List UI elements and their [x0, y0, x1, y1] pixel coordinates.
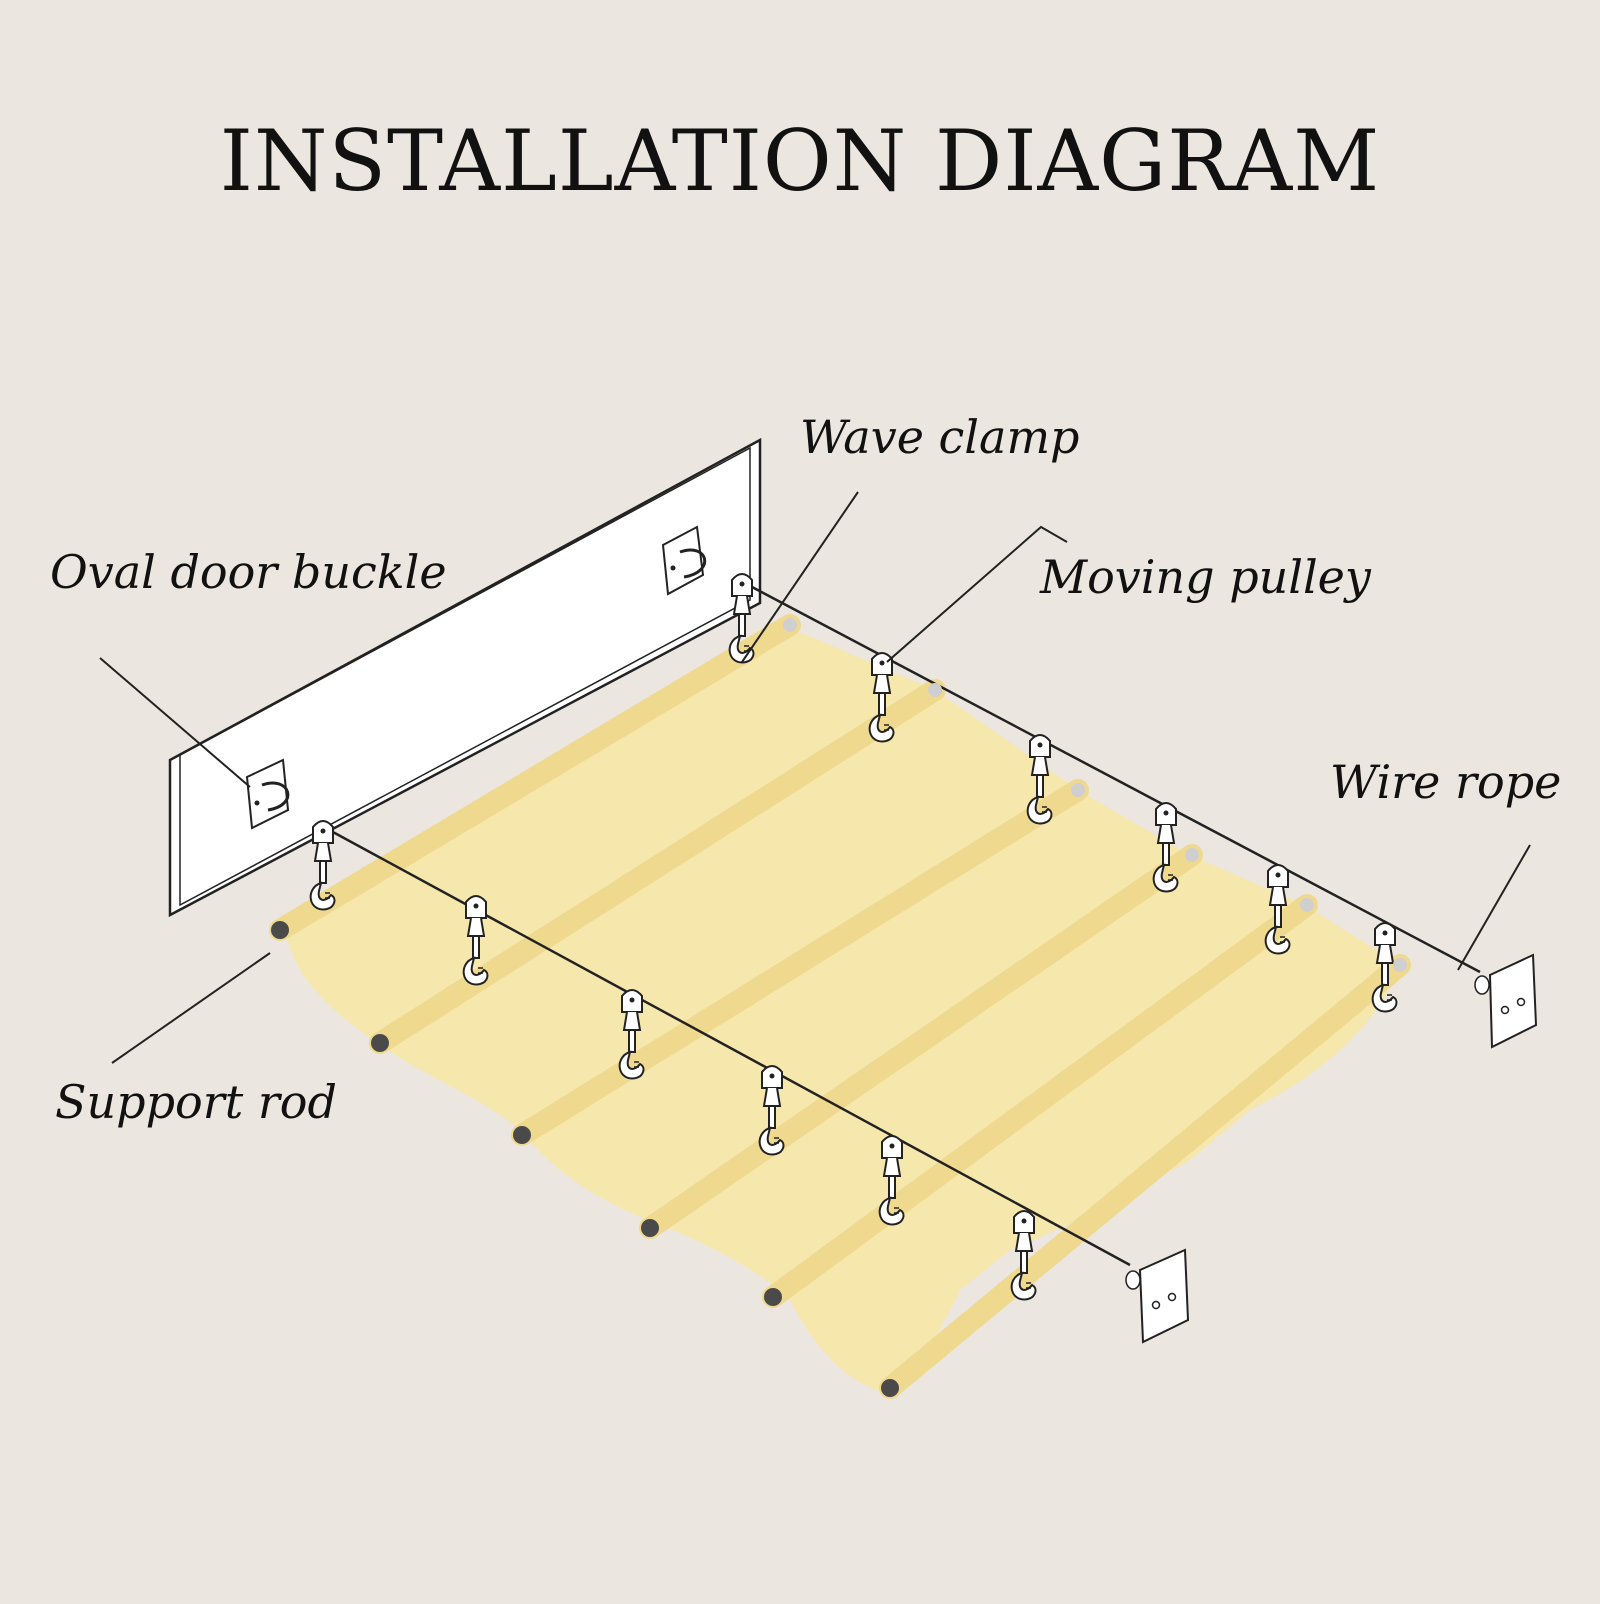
leader-lines	[99, 491, 1531, 1064]
wave-clamp	[758, 1126, 785, 1156]
support-rod	[639, 844, 1203, 1239]
support-rod-end	[783, 618, 797, 632]
moving-pulley	[728, 573, 755, 664]
support-rod-end	[271, 921, 289, 939]
wave-clamp	[618, 1050, 645, 1080]
moving-pulley	[868, 652, 895, 743]
leader-support-rod	[111, 952, 271, 1064]
label-oval-door-buckle: Oval door buckle	[50, 545, 447, 599]
support-rod-end	[881, 1379, 899, 1397]
page-title: INSTALLATION DIAGRAM	[219, 112, 1381, 210]
end-plate	[1125, 1248, 1190, 1344]
label-wave-clamp: Wave clamp	[800, 410, 1080, 464]
support-rod	[879, 954, 1411, 1399]
label-moving-pulley: Moving pulley	[1040, 550, 1371, 604]
support-rod-ends	[271, 618, 1407, 1397]
wave-clamp	[1264, 925, 1291, 955]
wall-board	[168, 437, 762, 918]
canopy-fabric	[285, 630, 1400, 1395]
moving-pulley	[878, 1135, 905, 1226]
moving-pulley	[309, 820, 336, 911]
moving-pulley	[462, 895, 489, 986]
oval-door-buckle	[661, 525, 706, 596]
wave-clamp	[1026, 795, 1053, 825]
wave-clamp	[868, 713, 895, 743]
support-rod-end	[641, 1219, 659, 1237]
wave-clamp	[1152, 863, 1179, 893]
support-rod-end	[928, 683, 942, 697]
support-rod-end	[1071, 783, 1085, 797]
oval-door-buckle	[245, 758, 290, 830]
leader-wire-rope	[1457, 844, 1531, 971]
wave-clamp	[1010, 1271, 1037, 1301]
support-rod	[269, 614, 801, 941]
wire-rope	[319, 576, 1481, 1267]
end-plate	[1474, 953, 1538, 1049]
moving-pulley	[758, 1065, 785, 1156]
moving-pulley	[1152, 802, 1179, 893]
support-rod	[511, 779, 1089, 1146]
wave-clamp	[462, 956, 489, 986]
support-rod-end	[1300, 898, 1314, 912]
leader-moving-pulley	[886, 525, 1068, 663]
moving-pulley	[1010, 1210, 1037, 1301]
support-rod	[762, 894, 1318, 1308]
support-rod-end	[1185, 848, 1199, 862]
wave-clamp	[878, 1196, 905, 1226]
moving-pulley	[1264, 864, 1291, 955]
leader-oval-door-buckle	[99, 657, 251, 788]
label-support-rod: Support rod	[55, 1075, 337, 1129]
moving-pulley	[1026, 734, 1053, 825]
support-rod-end	[513, 1126, 531, 1144]
wave-clamp	[1371, 983, 1398, 1013]
wave-clamp	[728, 634, 755, 664]
support-rod-end	[764, 1288, 782, 1306]
moving-pulleys	[309, 573, 1398, 1301]
label-wire-rope: Wire rope	[1330, 755, 1562, 809]
support-rod-end	[371, 1034, 389, 1052]
moving-pulley	[1371, 922, 1398, 1013]
support-rod-end	[1393, 958, 1407, 972]
wave-clamp	[309, 881, 336, 911]
moving-pulley	[618, 989, 645, 1080]
leader-wave-clamp	[741, 491, 859, 663]
